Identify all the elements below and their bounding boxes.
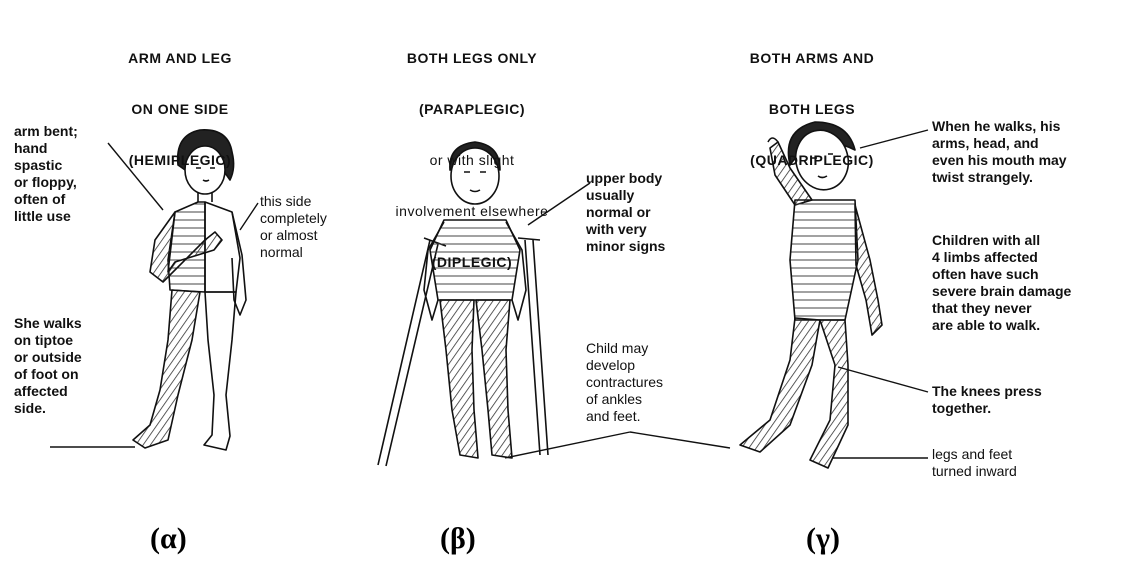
boy-leg-left [440, 300, 478, 458]
boy-leg-right [476, 300, 512, 458]
header-quadriplegic: BOTH ARMS AND BOTH LEGS (QUADRIPLEGIC) [712, 16, 912, 203]
quad-arm-lower [855, 205, 882, 335]
quad-torso [790, 200, 858, 320]
leader-contractures-left [505, 432, 630, 458]
leader-this-side [240, 203, 258, 230]
girl-leg-affected [133, 290, 200, 448]
annotation-upper-body: upper body usually normal or with very m… [586, 170, 665, 255]
annotation-children-all: Children with all 4 limbs affected often… [932, 232, 1071, 334]
annotation-arm-bent: arm bent; hand spastic or floppy, often … [14, 123, 78, 225]
panel-label-beta: (β) [440, 522, 476, 556]
annotation-knees: The knees press together. [932, 383, 1042, 417]
girl-leg-normal [204, 292, 236, 450]
annotation-legs-feet: legs and feet turned inward [932, 446, 1017, 480]
quad-leg-left [740, 318, 820, 452]
leader-contractures-right [630, 432, 730, 448]
panel-label-gamma: (γ) [806, 522, 840, 556]
leader-knees [838, 367, 928, 392]
header-hemiplegic: ARM AND LEG ON ONE SIDE (HEMIPLEGIC) [110, 16, 250, 203]
header-diplegic: BOTH LEGS ONLY (PARAPLEGIC) or with slig… [372, 16, 572, 305]
panel-label-alpha: (α) [150, 522, 187, 556]
annotation-this-side: this side completely or almost normal [260, 193, 327, 261]
annotation-she-walks: She walks on tiptoe or outside of foot o… [14, 315, 82, 417]
annotation-contractures: Child may develop contractures of ankles… [586, 340, 663, 425]
annotation-when-walks: When he walks, his arms, head, and even … [932, 118, 1067, 186]
